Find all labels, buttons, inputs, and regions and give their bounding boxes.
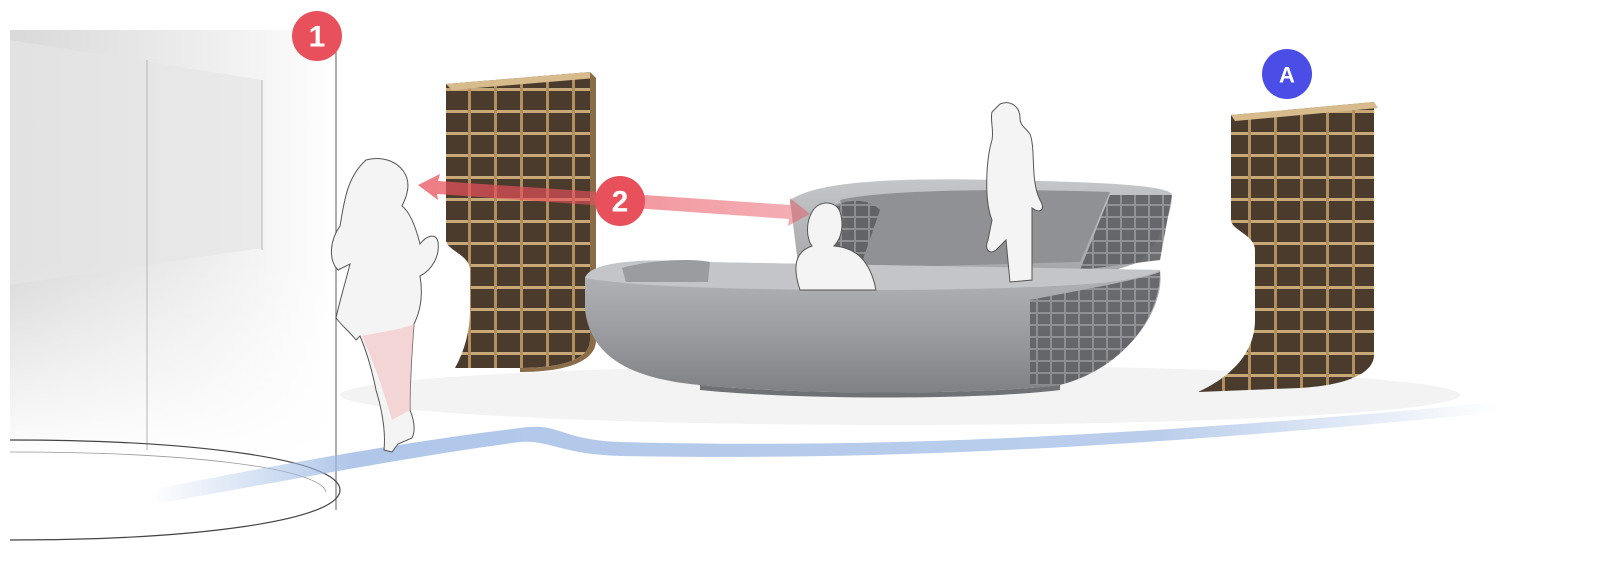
shelf-left [446,72,596,372]
marker-label: A [1279,63,1295,88]
shelf-right [1198,102,1378,392]
marker-a-badge: A [1262,49,1312,99]
reception-desk [585,179,1172,397]
marker-2-badge: 2 [595,176,645,226]
marker-1-badge: 1 [292,11,342,61]
marker-label: 2 [612,186,629,219]
marker-label: 1 [309,21,326,54]
